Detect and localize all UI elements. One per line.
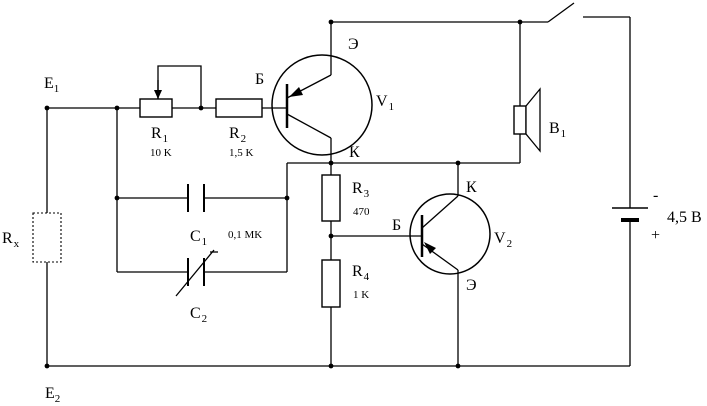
r1-wiper-arrow — [154, 90, 162, 99]
v1-label: V1 — [376, 93, 394, 113]
r2-label: R2 — [229, 125, 246, 145]
resistor-r3 — [321, 174, 341, 222]
r3-label: R3 — [352, 180, 370, 200]
resistor-r2 — [215, 98, 263, 118]
c1-value: 0,1 MK — [228, 229, 262, 241]
battery-minus-sign: - — [653, 187, 658, 204]
c2-label: C2 — [190, 305, 207, 325]
v2-collector-label: К — [466, 179, 477, 196]
v2-emitter-label: Э — [466, 277, 477, 294]
c1-label: C1 — [190, 228, 207, 248]
r2-value: 1,5 K — [229, 147, 254, 159]
transistor-v2 — [409, 193, 491, 275]
v2-base-label: Б — [392, 217, 401, 234]
battery — [612, 207, 648, 222]
transistor-v1 — [271, 54, 373, 156]
capacitor-c1 — [187, 184, 205, 212]
v1-collector-label: К — [349, 144, 360, 161]
terminal-e1-label: E1 — [44, 75, 59, 95]
r4-value: 1 K — [353, 289, 369, 301]
terminal-e2-label: E2 — [45, 385, 60, 405]
resistor-r4 — [321, 259, 341, 308]
v2-label: V2 — [494, 230, 512, 250]
v1-emitter-label: Э — [348, 36, 359, 53]
r1-label: R1 — [151, 125, 168, 145]
r4-label: R4 — [352, 263, 370, 283]
r1-value: 10 K — [150, 147, 172, 159]
junctions — [44, 19, 523, 369]
battery-plus-sign: + — [651, 227, 660, 244]
v1-base-label: Б — [255, 71, 264, 88]
b1-label: B1 — [549, 120, 566, 140]
rx-label: Rx — [2, 230, 20, 250]
r3-value: 470 — [353, 206, 370, 218]
resistor-r1 — [139, 98, 173, 118]
speaker-b1 — [513, 87, 541, 153]
battery-voltage: 4,5 В — [667, 209, 702, 226]
resistor-rx — [32, 212, 62, 263]
capacitor-c2 — [175, 249, 218, 297]
